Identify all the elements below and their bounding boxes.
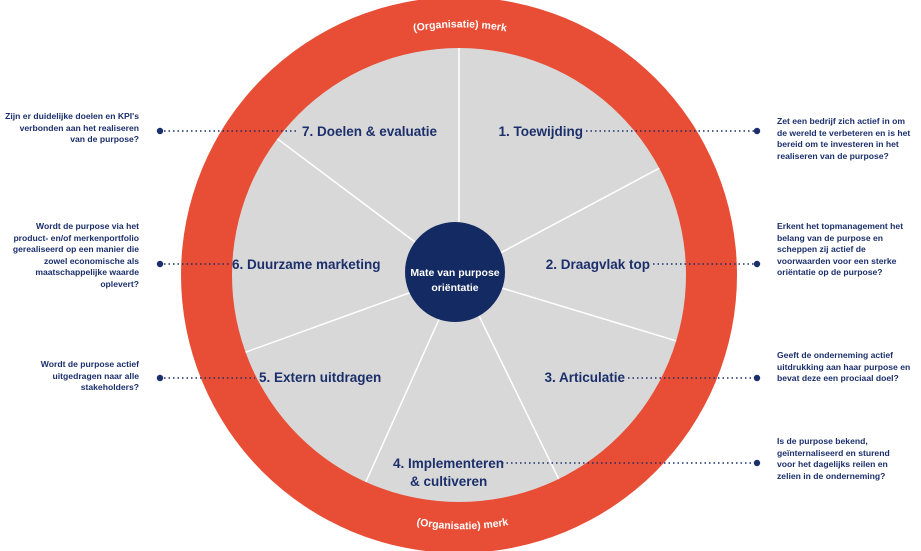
connector-dot-q5 xyxy=(156,374,164,382)
segment-label-duurzame-marketing: 6. Duurzame marketing xyxy=(232,257,381,272)
question-draagvlak-top: Erkent het topmanagement het belang van … xyxy=(777,221,904,277)
segment-label-doelen-evaluatie: 7. Doelen & evaluatie xyxy=(302,124,438,139)
ring-label-top: (Organisatie) merk xyxy=(412,18,508,34)
segment-label-articulatie: 3. Articulatie xyxy=(544,370,625,385)
connector-lines xyxy=(164,130,754,464)
connector-dots xyxy=(156,127,761,467)
question-implementeren: Is de purpose bekend, geïnternaliseerd e… xyxy=(777,436,890,481)
question-extern-uitdragen: Wordt de purpose actief uitgedragen naar… xyxy=(40,359,139,392)
segment-label-cultiveren: & cultiveren xyxy=(410,474,487,489)
segment-label-implementeren: 4. Implementeren xyxy=(393,456,504,471)
segment-label-extern-uitdragen: 5. Extern uitdragen xyxy=(259,370,381,385)
question-duurzame-marketing: Wordt de purpose via het product- en/of … xyxy=(12,221,139,289)
connector-dot-q1 xyxy=(753,127,761,135)
ring-label-bottom: (Organisatie) merk xyxy=(416,516,510,532)
connector-dot-q6 xyxy=(156,260,164,268)
connector-dot-q3 xyxy=(753,374,761,382)
connector-dot-q7 xyxy=(156,127,164,135)
center-label-line2: oriëntatie xyxy=(431,282,478,294)
center-label-line1: Mate van purpose xyxy=(410,267,499,279)
center-circle xyxy=(405,222,505,322)
connector-dot-q2 xyxy=(753,260,761,268)
connector-dot-q4 xyxy=(753,459,761,467)
segment-label-toewijding: 1. Toewijding xyxy=(498,124,583,139)
segment-label-draagvlak-top: 2. Draagvlak top xyxy=(546,257,650,272)
question-toewijding: Zet een bedrijf zich actief in om de wer… xyxy=(777,116,911,161)
question-doelen-evaluatie: Zijn er duidelijke doelen en KPI's verbo… xyxy=(5,111,139,144)
question-articulatie: Geeft de onderneming actief uitdrukking … xyxy=(777,350,911,383)
